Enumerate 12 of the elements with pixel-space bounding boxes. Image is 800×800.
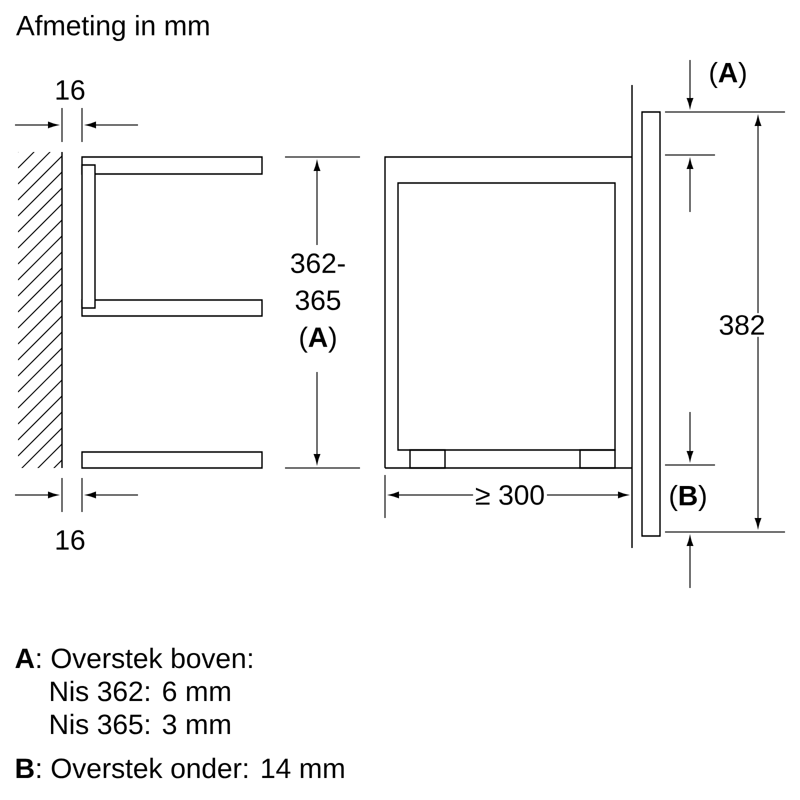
note-text: Nis 362: 6 mm: [51, 680, 230, 702]
dimension-label: ≥ 300: [473, 483, 547, 507]
title: Afmeting in mm: [16, 14, 209, 42]
dimension-label: 16: [56, 80, 84, 100]
dimension-label: 362- 365 (A): [291, 253, 345, 353]
dimension-label: 382: [716, 313, 768, 337]
note-text: B: Overstek onder: 14 mm: [16, 758, 344, 778]
dimension-label: 16: [56, 530, 84, 550]
note-text: A: Overstek boven:: [15, 648, 252, 668]
dimension-label: (B): [670, 484, 706, 512]
note-text: Nis 365: 3 mm: [51, 714, 230, 734]
dimension-label: (A): [710, 62, 746, 88]
